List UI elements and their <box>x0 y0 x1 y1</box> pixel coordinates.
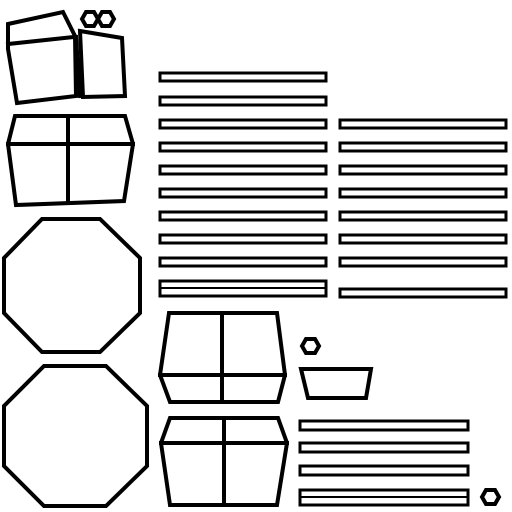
strip-group-3 <box>298 419 470 507</box>
strip-2-4 <box>338 187 508 199</box>
strip-1-3 <box>158 118 328 130</box>
strip-2-6 <box>338 233 508 245</box>
strip-1-7 <box>158 210 328 222</box>
octagon-1 <box>2 217 142 354</box>
tray-trapezoid <box>298 367 374 400</box>
tilted-tiles-group <box>5 9 128 106</box>
small-hexagons-group <box>79 10 502 506</box>
tilted-tile-right-seam <box>73 34 83 99</box>
tilted-tile-right <box>77 28 128 100</box>
strip-1-6 <box>158 187 328 199</box>
box-face-1 <box>5 114 136 208</box>
strip-1-8 <box>158 233 328 245</box>
octagon-2 <box>2 364 149 508</box>
strip-group-2 <box>338 118 508 299</box>
strip-2-1 <box>338 118 508 130</box>
box-face-1-outline <box>5 114 136 208</box>
box-face-3 <box>158 416 290 507</box>
strip-2-7 <box>338 256 508 268</box>
strip-2-3 <box>338 164 508 176</box>
tilted-tile-seam <box>5 34 77 47</box>
strip-1-4 <box>158 141 328 153</box>
box-face-2 <box>157 311 288 404</box>
strip-1-2 <box>158 95 328 107</box>
hexagon-1 <box>79 10 101 28</box>
strip-2-5 <box>338 210 508 222</box>
hexagon-2 <box>95 10 117 28</box>
strip-3-1 <box>298 419 470 432</box>
tilted-tile-left <box>6 9 79 106</box>
hexagon-3 <box>299 337 322 355</box>
strip-3-3 <box>298 464 470 477</box>
strip-2-8 <box>338 287 508 299</box>
strip-group-1 <box>158 71 328 298</box>
strip-1-5 <box>158 164 328 176</box>
strip-1-1 <box>158 71 328 83</box>
strip-3-2 <box>298 441 470 454</box>
strip-1-9 <box>158 256 328 268</box>
strip-2-2 <box>338 141 508 153</box>
hexagon-4 <box>479 488 502 506</box>
